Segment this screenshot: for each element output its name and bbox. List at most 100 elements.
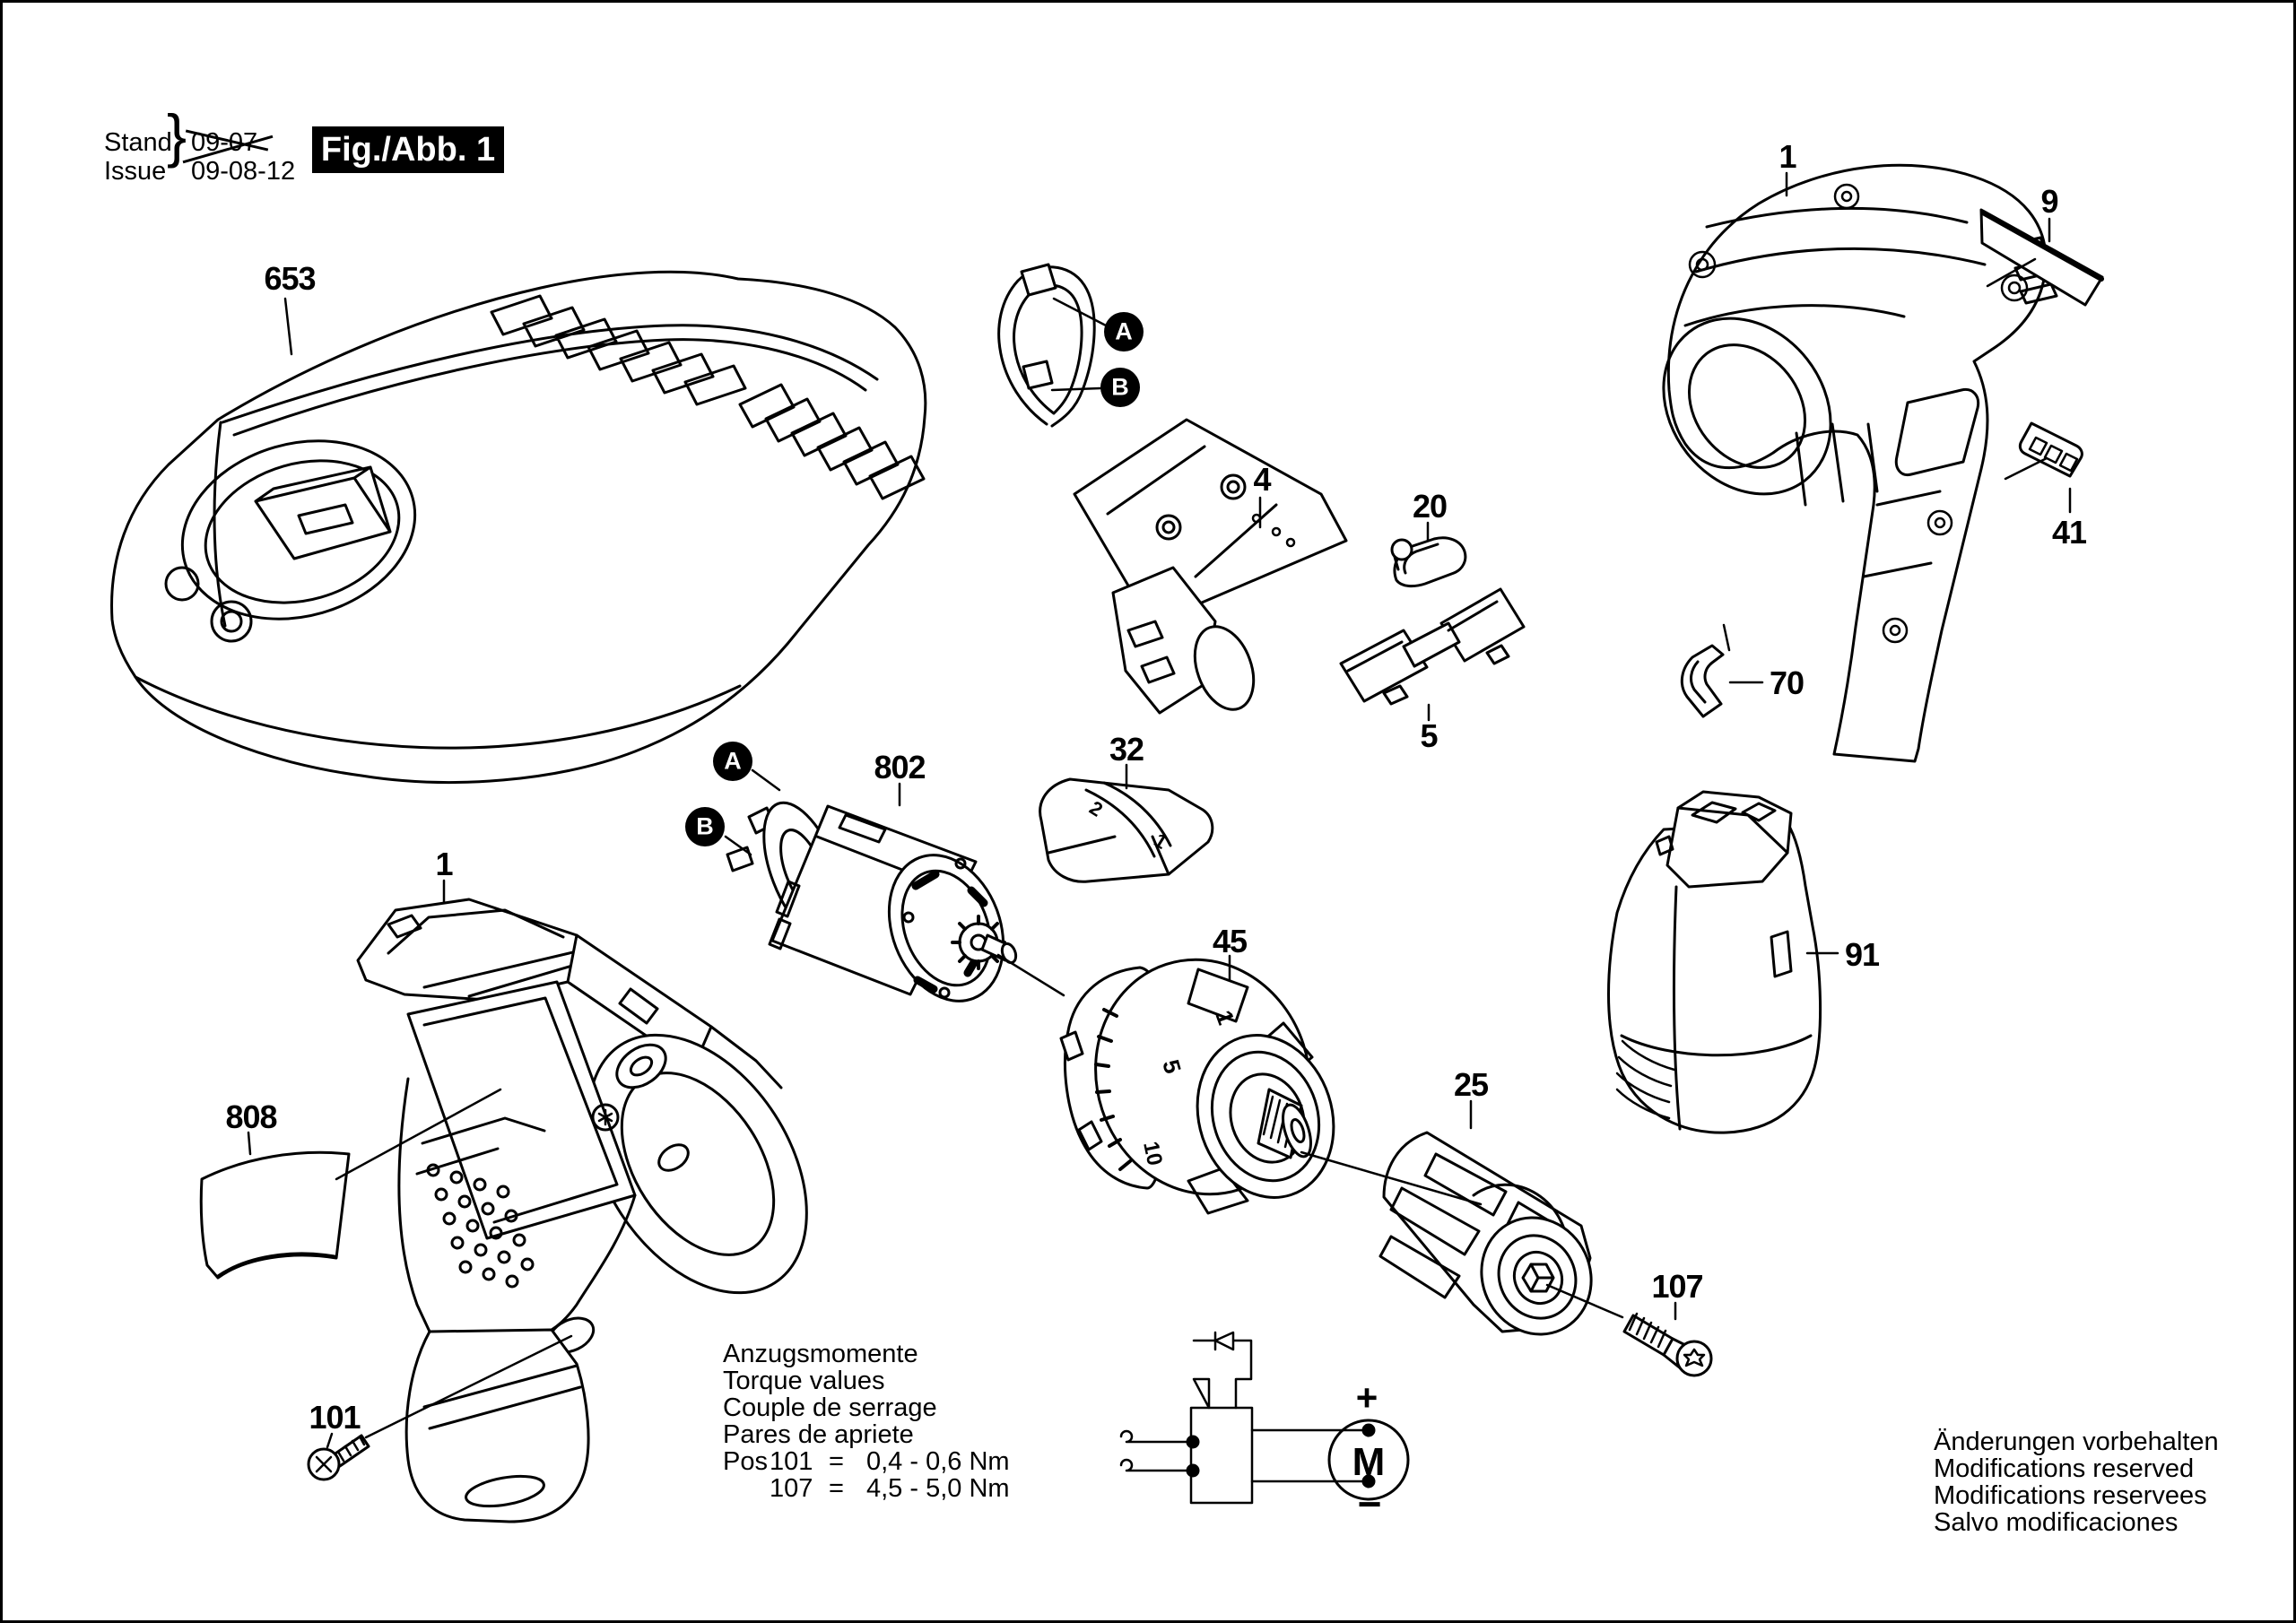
upper-housing-outline [1666, 163, 2048, 763]
hook-drawing [1680, 644, 1725, 718]
torque-table: Anzugsmomente Torque values Couple de se… [723, 1341, 1010, 1502]
circuit-motor-label: M [1352, 1440, 1386, 1484]
circuit-motor-wires [1250, 1428, 1370, 1483]
switch-trigger [1193, 625, 1256, 711]
label-plate-outline [2018, 421, 2083, 478]
drill-body-drawing [356, 898, 808, 1523]
note-de: Änderungen vorbehalten [1934, 1428, 2219, 1456]
slider-bridge [1402, 621, 1461, 668]
circuit-motor-circle [1327, 1419, 1410, 1501]
chuck-hex-socket [1521, 1263, 1555, 1293]
motor-bell-windows [911, 870, 988, 994]
drill-grip-dots [426, 1163, 535, 1289]
torque-title-fr: Couple de serrage [723, 1393, 937, 1422]
figure-title-box: Fig./Abb. 1 [312, 126, 504, 173]
drill-grip-chevrons [415, 1116, 546, 1176]
charger-hole-1 [164, 566, 200, 602]
part-label-switch-assembly: 4 [1253, 461, 1271, 498]
direction-slider-drawing [1339, 587, 1526, 706]
switch-wire-loop-inner [1013, 283, 1083, 415]
label-plate-slots [2028, 436, 2079, 473]
revision-brace: } [167, 102, 187, 169]
gearbox-spindle-tip [1282, 1103, 1312, 1159]
ab-marker-circles [685, 312, 1144, 846]
nameplate-drawing [1979, 208, 2104, 307]
circuit-schematic [1119, 1331, 1410, 1505]
circuit-terminal-minus [1361, 1474, 1376, 1488]
screw-101-threads [336, 1435, 366, 1462]
circuit-input-wires [1119, 1429, 1193, 1472]
switch-block-pins [1126, 620, 1176, 684]
screw-107-head [1675, 1340, 1713, 1377]
circuit-plus-label: + [1355, 1376, 1378, 1419]
charger-socket-recess-outer [180, 439, 417, 621]
circuit-switch-box [1189, 1406, 1254, 1505]
motor-vent-slots [768, 813, 887, 950]
switch-nut-2 [1220, 473, 1247, 500]
part-label-housing-lower: 1 [435, 846, 453, 882]
gearbox-front-flange-inner [1210, 1050, 1321, 1183]
torque-pos-label: Pos [723, 1447, 768, 1476]
part-label-gearbox: 45 [1212, 923, 1248, 959]
motor-shaft-tip [1000, 942, 1018, 965]
part-label-chuck: 25 [1453, 1066, 1489, 1103]
screw-107-threads [1628, 1312, 1667, 1349]
hook-inner [1690, 660, 1707, 704]
diagram-artwork: 2 1 1 5 10 [110, 163, 2104, 1523]
part-label-chuck-screw: 107 [1651, 1268, 1703, 1305]
switch-wire-connectors [1020, 263, 1057, 390]
marker-b-wire: B [1111, 373, 1129, 401]
drill-base-slot [465, 1474, 545, 1508]
switch-nut-1 [1155, 514, 1182, 541]
marker-a-motor-circle [713, 742, 752, 781]
circuit-terminal-plus [1361, 1423, 1376, 1437]
selector-band [1047, 781, 1172, 876]
upper-housing-ribs [1683, 206, 1987, 578]
slider-right-block [1439, 587, 1526, 663]
part-label-direction-slider: 5 [1420, 717, 1438, 754]
switch-plate [1073, 418, 1348, 607]
modification-notes: Änderungen vorbehalten Modifications res… [1934, 1428, 2219, 1536]
part-label-battery: 91 [1844, 936, 1880, 973]
figure-title: Fig./Abb. 1 [320, 130, 496, 169]
torque-pos-107: 107 [770, 1474, 813, 1503]
torque-ring-mark-10: 10 [1138, 1140, 1167, 1168]
battery-drawing [1607, 790, 1822, 1134]
drill-star-screw-slots [597, 1108, 613, 1126]
torque-title-es: Pares de apriete [723, 1420, 914, 1449]
revision-labels: Stand Issue [104, 128, 172, 186]
charger-drawing [110, 270, 927, 784]
drill-base-rails [422, 1364, 582, 1430]
part-label-spring-clip: 20 [1412, 488, 1448, 525]
issue-value: 09-08-12 [191, 157, 296, 186]
circuit-plug [1192, 1339, 1253, 1410]
switch-nut-1-core [1161, 520, 1176, 534]
battery-ribs [1615, 1039, 1676, 1120]
upper-housing-bell-outer [1662, 317, 1832, 496]
drill-side-panel-inner [422, 996, 619, 1224]
motor-bell-hole-3 [938, 986, 951, 999]
drill-rail-step [618, 987, 783, 1089]
gearbox-drawing: 1 5 10 [1059, 958, 1335, 1215]
drill-bell-outer [587, 1033, 808, 1295]
battery-side-slot [1770, 930, 1793, 978]
torque-eq-101: = [829, 1447, 844, 1476]
motor-bell-hole-1 [902, 911, 915, 924]
drill-star-screw [591, 1103, 620, 1132]
screw-107-torx [1683, 1348, 1706, 1367]
motor-end-bell-inner [900, 869, 992, 987]
sticker-808-drawing [199, 1150, 351, 1280]
torque-title-en: Torque values [723, 1367, 885, 1395]
torque-value-101: 0,4 - 0,6 Nm [866, 1447, 1010, 1476]
circuit-junction-2 [1186, 1463, 1200, 1478]
motor-drawing [726, 801, 1018, 1002]
marker-a-motor: A [724, 747, 742, 775]
chuck-drawing [1378, 1131, 1593, 1336]
torque-value-107: 4,5 - 5,0 Nm [866, 1474, 1010, 1503]
gearbox-tick-marks [1094, 1008, 1132, 1171]
chuck-front-ring-2 [1512, 1251, 1564, 1305]
marker-a-wire-circle [1104, 312, 1144, 352]
torque-row-101: Pos 101 = 0,4 - 0,6 Nm [723, 1448, 1010, 1475]
charger-hole-2 [210, 600, 253, 643]
